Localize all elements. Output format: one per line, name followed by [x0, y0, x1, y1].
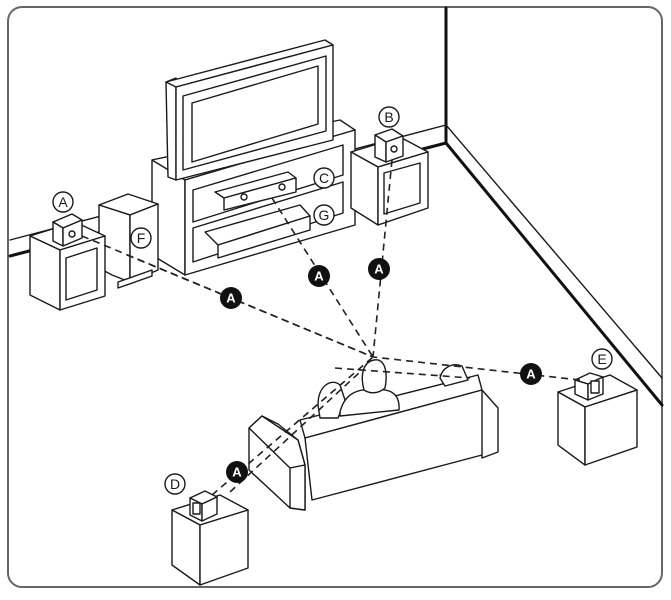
badge-text: A [232, 465, 242, 480]
rear-right-speaker-e [557, 372, 638, 466]
main-unit-front [217, 215, 311, 259]
diagram-frame [7, 6, 663, 588]
label-text-a: A [58, 194, 68, 210]
speaker-labels: A B C D E F G [52, 106, 613, 495]
center-speaker-driver-right [278, 183, 286, 191]
front-left-speaker-driver [68, 230, 76, 238]
center-speaker-driver-left [240, 193, 248, 201]
badge-front-left-distance: A [220, 287, 242, 309]
label-front-left-a: A [52, 191, 74, 213]
label-rear-right-e: E [591, 348, 613, 370]
center-speaker-front [223, 177, 297, 211]
line-rear-right-to-listener [372, 356, 581, 381]
badge-center-distance: A [308, 265, 330, 287]
rear-left-speaker-front [201, 496, 218, 522]
sofa-left-arm-top [248, 415, 306, 469]
badge-rear-left-distance: A [226, 461, 248, 483]
right-wall-floor-edge [444, 141, 664, 407]
label-text-e: E [597, 351, 606, 367]
sofa-left-arm-front [289, 464, 306, 511]
badge-rear-right-distance: A [520, 363, 542, 385]
badge-front-right-distance: A [368, 258, 390, 280]
rear-right-speaker-grille [590, 380, 600, 394]
front-right-stand-panel [383, 162, 421, 215]
label-center-c: C [313, 167, 335, 189]
front-left-stand-panel [65, 247, 98, 301]
tv-screen [191, 65, 319, 163]
front-left-speaker-a [29, 213, 106, 311]
label-text-b: B [384, 109, 393, 125]
front-right-speaker-driver [390, 145, 398, 153]
listener [317, 359, 469, 419]
listener-head [361, 359, 387, 394]
sofa [248, 374, 499, 511]
label-text-d: D [170, 476, 180, 492]
badge-text: A [314, 269, 324, 284]
sofa-backrest-back [304, 389, 483, 501]
badge-text: A [526, 367, 536, 382]
line-subwoofer-to-listener [126, 254, 374, 358]
line-rear-left-secondary [229, 371, 361, 493]
line-center-to-listener [271, 197, 374, 358]
distance-badges: A A A A A [220, 258, 542, 483]
line-listener-cross [334, 367, 471, 379]
badge-text: A [226, 291, 236, 306]
subwoofer-f [98, 193, 159, 289]
right-wall-baseboard [445, 124, 663, 379]
rear-left-speaker-d [171, 490, 249, 586]
main-unit-g [204, 204, 311, 259]
label-subwoofer-f: F [130, 227, 152, 249]
rear-left-speaker-grille [192, 502, 201, 515]
rear-right-stand-front [584, 389, 638, 466]
label-main-unit-g: G [313, 204, 335, 226]
rear-left-stand-front [199, 509, 249, 586]
label-text-f: F [137, 230, 146, 246]
television [165, 39, 334, 181]
subwoofer-base [117, 269, 153, 289]
label-front-right-b: B [378, 106, 400, 128]
line-front-right-to-listener [372, 159, 393, 358]
center-speaker-c [214, 171, 297, 211]
front-right-speaker-b [350, 128, 429, 226]
badge-text: A [374, 262, 384, 277]
tv-side [165, 77, 177, 181]
label-rear-left-d: D [164, 473, 186, 495]
label-text-g: G [319, 207, 330, 223]
label-text-c: C [319, 170, 329, 186]
